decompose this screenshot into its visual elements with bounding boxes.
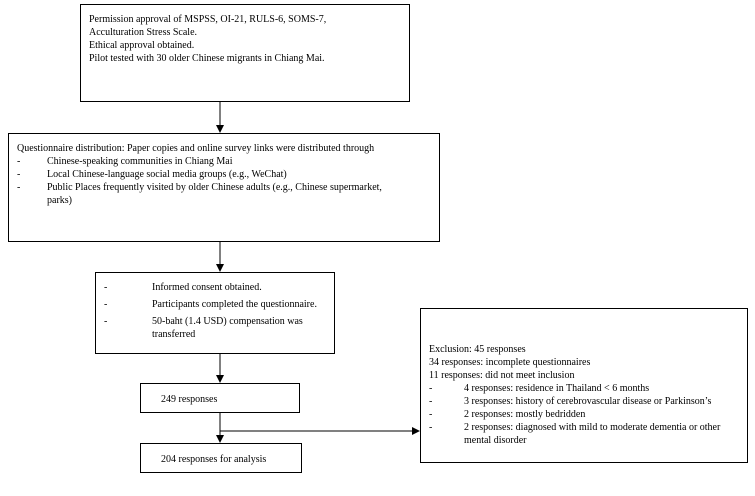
analysis-box: 204 responses for analysis xyxy=(140,443,302,473)
preparation-line: Permission approval of MSPSS, OI-21, RUL… xyxy=(89,14,327,25)
preparation-line: Acculturation Stress Scale. xyxy=(89,27,198,38)
bullet-dash: - xyxy=(104,299,108,310)
responses-label: 249 responses xyxy=(161,394,218,405)
distribution-item: -Public Places frequently visited by old… xyxy=(17,182,382,193)
exclusion-line: 34 responses: incomplete questionnaires xyxy=(429,357,591,368)
distribution-item: -Chinese-speaking communities in Chiang … xyxy=(17,156,233,167)
consent-box: -Informed consent obtained. -Participant… xyxy=(95,272,335,354)
exclusion-item: -2 responses: mostly bedridden xyxy=(429,409,586,420)
consent-item: -Informed consent obtained. xyxy=(104,282,262,293)
distribution-heading: Questionnaire distribution: Paper copies… xyxy=(17,143,375,154)
exclusion-item: -3 responses: history of cerebrovascular… xyxy=(429,396,712,407)
distribution-item-continued: parks) xyxy=(47,195,72,206)
bullet-dash: - xyxy=(104,316,108,327)
consent-item-continued: transferred xyxy=(152,329,196,340)
exclusion-item: -4 responses: residence in Thailand < 6 … xyxy=(429,383,650,394)
bullet-dash: - xyxy=(429,409,433,420)
preparation-line: Ethical approval obtained. xyxy=(89,40,195,51)
responses-box: 249 responses xyxy=(140,383,300,413)
bullet-dash: - xyxy=(429,383,433,394)
analysis-label: 204 responses for analysis xyxy=(161,454,267,465)
bullet-dash: - xyxy=(17,156,21,167)
exclusion-box: Exclusion: 45 responses 34 responses: in… xyxy=(420,308,748,463)
consent-item: -Participants completed the questionnair… xyxy=(104,299,317,310)
distribution-box: Questionnaire distribution: Paper copies… xyxy=(8,133,440,242)
bullet-dash: - xyxy=(429,396,433,407)
bullet-dash: - xyxy=(17,169,21,180)
exclusion-line: Exclusion: 45 responses xyxy=(429,344,526,355)
distribution-item: -Local Chinese-language social media gro… xyxy=(17,169,287,180)
bullet-dash: - xyxy=(17,182,21,193)
exclusion-line: 11 responses: did not meet inclusion xyxy=(429,370,575,381)
preparation-box: Permission approval of MSPSS, OI-21, RUL… xyxy=(80,4,410,102)
consent-item: -50-baht (1.4 USD) compensation was xyxy=(104,316,303,327)
preparation-line: Pilot tested with 30 older Chinese migra… xyxy=(89,53,325,64)
bullet-dash: - xyxy=(104,282,108,293)
exclusion-item: -2 responses: diagnosed with mild to mod… xyxy=(429,422,721,433)
exclusion-item-continued: mental disorder xyxy=(464,435,527,446)
bullet-dash: - xyxy=(429,422,433,433)
